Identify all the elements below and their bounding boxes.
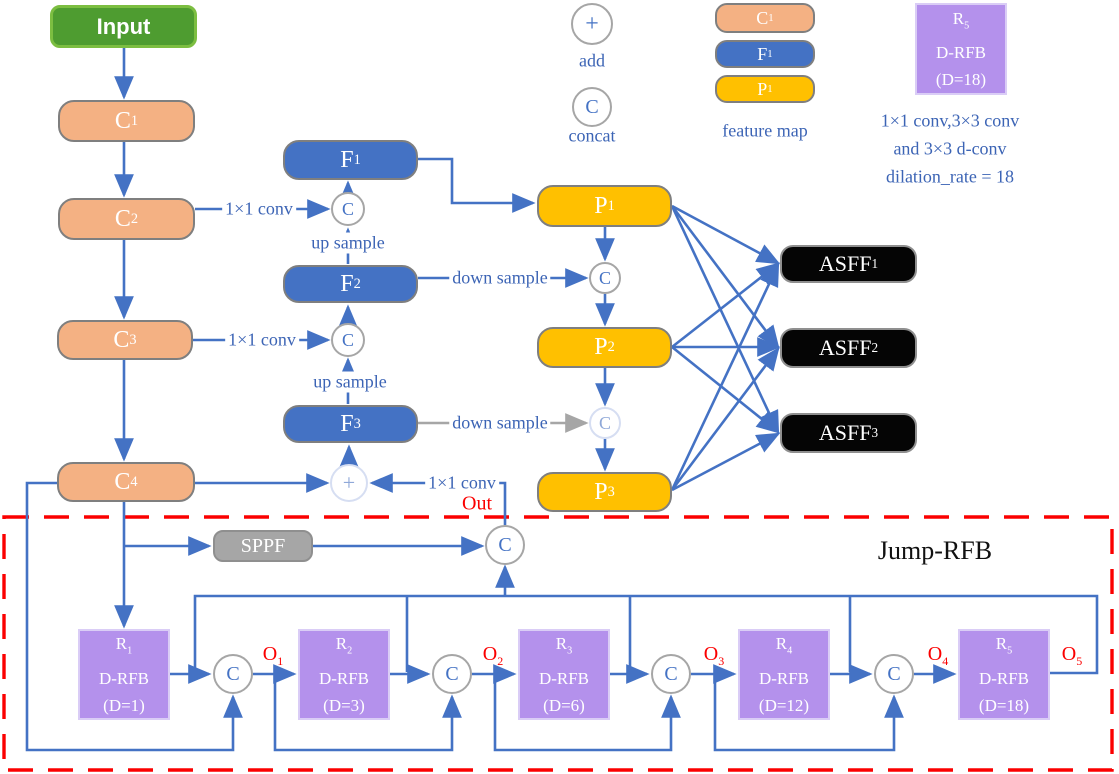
legend-rfb-line2: D-RFB: [935, 43, 987, 63]
o1-label: O1: [262, 643, 284, 668]
legend-rfb-desc-2: and 3×3 d-conv: [893, 138, 1007, 159]
concat-circle-r3: C: [651, 654, 691, 694]
input-node: Input: [50, 5, 197, 48]
backbone-arrows: [114, 48, 212, 629]
conv-label-out: 1×1 conv: [425, 472, 499, 494]
r5-node: R5 D-RFB (D=18): [958, 629, 1050, 720]
conv-label-c3: 1×1 conv: [225, 329, 299, 351]
jump-rfb-wires: [25, 481, 1099, 752]
downsample-label-2: down sample: [449, 412, 551, 434]
concat-circle-r2: C: [432, 654, 472, 694]
r3-node: R3 D-RFB (D=6): [518, 629, 610, 720]
o2-label: O2: [482, 643, 504, 668]
legend-feature-map-label: feature map: [722, 120, 808, 141]
upsample-label-1: up sample: [308, 232, 388, 254]
legend-add-circle: +: [571, 3, 613, 45]
concat-circle-out: C: [485, 525, 525, 565]
legend-rfb-line3: (D=18): [935, 70, 987, 90]
concat-circle-p2: C: [589, 407, 621, 439]
jump-rfb-title: Jump-RFB: [877, 536, 993, 565]
r4-node: R4 D-RFB (D=12): [738, 629, 830, 720]
sppf-node: SPPF: [213, 530, 313, 562]
out-label: Out: [462, 492, 492, 515]
legend-rfb-desc-1: 1×1 conv,3×3 conv: [880, 110, 1020, 131]
concat-circle-f1: C: [331, 192, 365, 226]
concat-circle-p1: C: [589, 262, 621, 294]
legend-add-label: add: [579, 50, 605, 71]
add-circle: +: [330, 464, 368, 502]
fpn-arrows: [193, 157, 615, 525]
conv-label-c2: 1×1 conv: [222, 198, 296, 220]
r2-node: R2 D-RFB (D=3): [298, 629, 390, 720]
o5-label: O5: [1061, 643, 1083, 668]
legend-rfb-line1: R5: [952, 8, 970, 32]
r1-node: R1 D-RFB (D=1): [78, 629, 170, 720]
o4-label: O4: [927, 643, 949, 668]
downsample-label-1: down sample: [449, 267, 551, 289]
legend-concat-label: concat: [568, 125, 616, 146]
concat-circle-r1: C: [213, 654, 253, 694]
upsample-label-2: up sample: [310, 371, 390, 393]
legend-rfb-desc-3: dilation_rate = 18: [885, 166, 1015, 187]
concat-circle-r4: C: [874, 654, 914, 694]
concat-circle-f2: C: [331, 323, 365, 357]
legend-concat-circle: C: [572, 87, 612, 127]
legend-rfb-box: R5 D-RFB (D=18): [915, 3, 1007, 95]
o3-label: O3: [703, 643, 725, 668]
asff-fan-arrows: [670, 204, 781, 492]
